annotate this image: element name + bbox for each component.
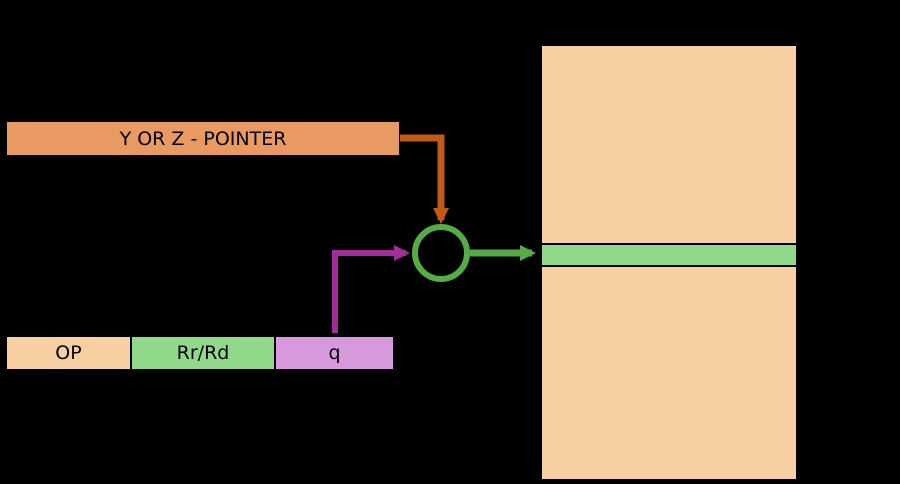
register-field: Rr/Rd xyxy=(130,335,276,371)
pointer-register-label: Y OR Z - POINTER xyxy=(119,127,287,150)
pointer-to-adder-arrow xyxy=(400,134,449,224)
displacement-to-adder-arrow xyxy=(332,245,410,333)
opcode-label: OP xyxy=(55,342,82,364)
displacement-field: q xyxy=(274,335,395,371)
instruction-word: OP Rr/Rd q xyxy=(5,335,395,371)
adder-circle xyxy=(412,224,470,282)
register-label: Rr/Rd xyxy=(176,342,230,364)
pointer-register-box: Y OR Z - POINTER xyxy=(5,120,401,157)
displacement-label: q xyxy=(328,342,341,364)
memory-target-row xyxy=(540,243,798,267)
opcode-field: OP xyxy=(5,335,132,371)
memory-block xyxy=(540,44,798,481)
